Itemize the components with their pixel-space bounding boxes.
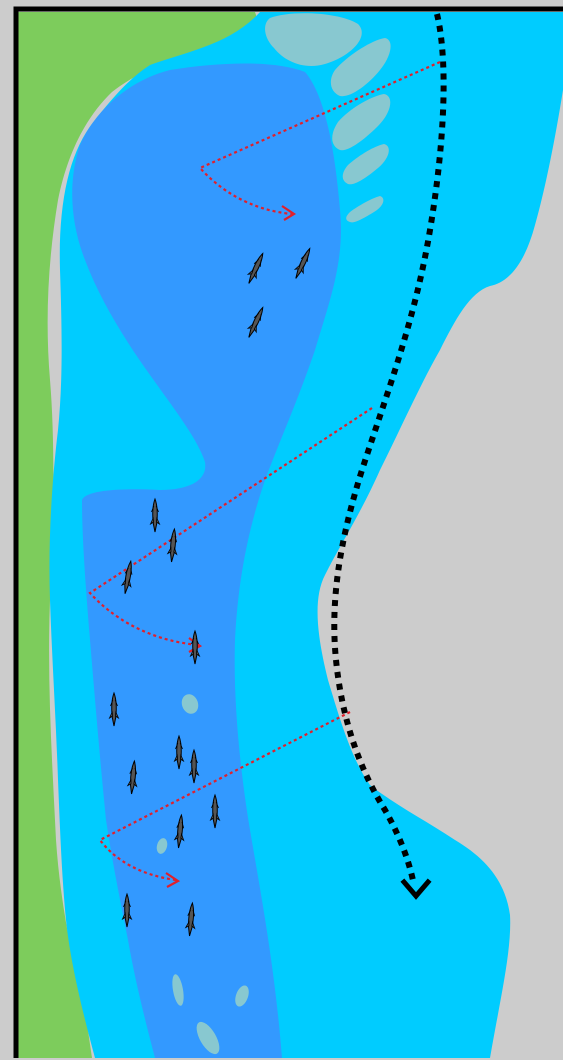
river-fishing-diagram bbox=[0, 0, 563, 1060]
